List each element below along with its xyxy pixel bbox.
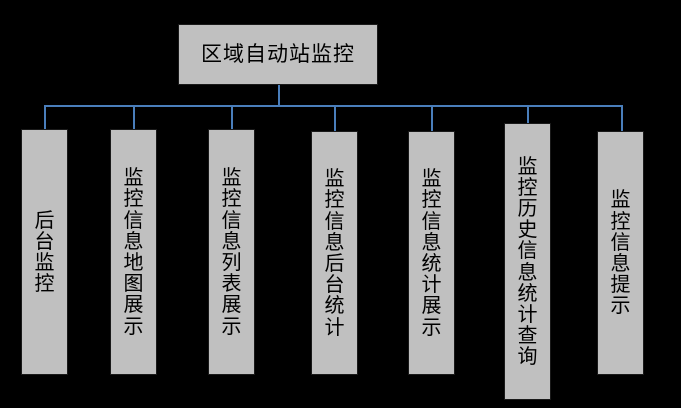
connector-drop-6 bbox=[527, 105, 529, 123]
node-monitoring-info-alert[interactable]: 监控信息提示 bbox=[597, 131, 644, 375]
node-monitoring-info-alert-label: 监控信息提示 bbox=[610, 187, 631, 318]
node-monitoring-info-list-display[interactable]: 监控信息列表展示 bbox=[208, 129, 255, 375]
node-monitoring-info-backend-statistics-label: 监控信息后台统计 bbox=[324, 166, 345, 339]
node-monitoring-info-statistics-display[interactable]: 监控信息统计展示 bbox=[408, 131, 455, 375]
connector-drop-2 bbox=[133, 105, 135, 129]
node-monitoring-info-map-display-label: 监控信息地图展示 bbox=[123, 165, 144, 338]
root-node[interactable]: 区域自动站监控 bbox=[178, 24, 378, 85]
connector-drop-1 bbox=[44, 105, 46, 129]
node-monitoring-info-statistics-display-label: 监控信息统计展示 bbox=[421, 166, 442, 339]
node-monitoring-history-info-statistics-query[interactable]: 监控历史信息统计查询 bbox=[504, 123, 551, 400]
node-monitoring-history-info-statistics-query-label: 监控历史信息统计查询 bbox=[517, 153, 538, 369]
connector-drop-5 bbox=[431, 105, 433, 131]
node-monitoring-info-map-display[interactable]: 监控信息地图展示 bbox=[110, 129, 157, 375]
connector-horizontal-bus bbox=[44, 105, 622, 107]
connector-drop-3 bbox=[231, 105, 233, 129]
connector-drop-4 bbox=[334, 105, 336, 131]
node-monitoring-info-list-display-label: 监控信息列表展示 bbox=[221, 165, 242, 338]
connector-drop-7 bbox=[621, 105, 623, 131]
node-monitoring-info-backend-statistics[interactable]: 监控信息后台统计 bbox=[311, 131, 358, 375]
node-backend-monitoring[interactable]: 后台监控 bbox=[21, 129, 68, 375]
node-backend-monitoring-label: 后台监控 bbox=[34, 207, 55, 296]
connector-root-stem bbox=[278, 85, 280, 106]
root-node-label: 区域自动站监控 bbox=[201, 42, 355, 66]
